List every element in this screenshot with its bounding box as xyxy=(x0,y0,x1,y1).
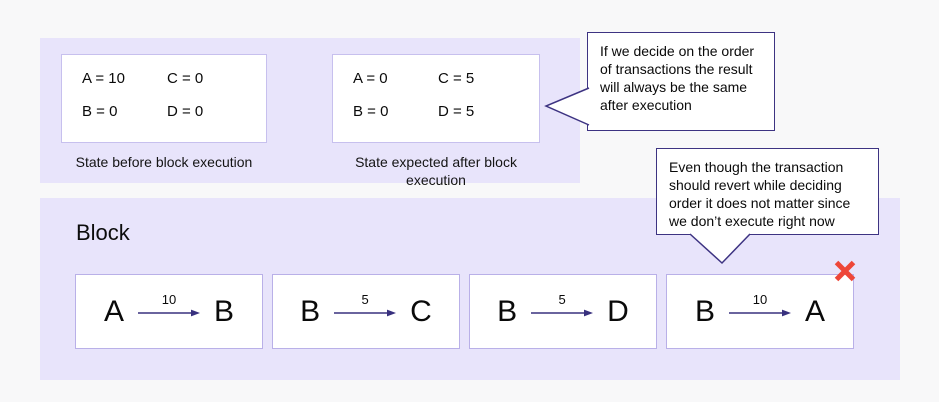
transaction-box: A 10 B xyxy=(75,274,263,349)
tx-to-account: D xyxy=(607,294,629,328)
state-value: A = 10 xyxy=(82,70,125,87)
callout-text-line: should revert while deciding xyxy=(669,177,842,193)
tx-from-account: B xyxy=(300,294,321,328)
tx-amount: 10 xyxy=(752,291,768,307)
state-value: D = 0 xyxy=(167,103,204,120)
transfer-arrow-icon xyxy=(729,309,791,316)
tx-to-account: C xyxy=(410,294,432,328)
tx-from-account: A xyxy=(103,294,124,328)
callout-revert-note: Even though the transaction should rever… xyxy=(656,148,879,235)
state-before-box: A = 10 C = 0 B = 0 D = 0 xyxy=(61,54,267,143)
callout-left-tail xyxy=(544,87,590,126)
tx-transfer: 10 xyxy=(137,292,201,318)
transfer-arrow-icon xyxy=(531,309,594,316)
state-value: C = 0 xyxy=(167,70,204,87)
tx-transfer: 10 xyxy=(728,292,792,318)
callout-text-line: after execution xyxy=(600,97,692,113)
block-panel-title: Block xyxy=(76,220,130,245)
tx-from-account: B xyxy=(497,294,518,328)
tx-amount: 10 xyxy=(161,291,177,307)
state-after-caption: State expected after block execution xyxy=(355,154,517,188)
callout-text-line: we don’t execute right now xyxy=(669,213,835,229)
state-before-caption: State before block execution xyxy=(75,154,253,170)
tx-amount: 5 xyxy=(558,291,566,307)
transaction-box: B 5 C xyxy=(272,274,460,349)
tx-to-account: B xyxy=(214,294,235,328)
callout-text-line: order it does not matter since xyxy=(669,195,851,211)
reject-x-icon xyxy=(834,260,856,282)
state-values: A = 0 C = 5 B = 0 D = 5 xyxy=(333,55,539,122)
state-values: A = 10 C = 0 B = 0 D = 0 xyxy=(62,55,266,122)
callout-down-tail xyxy=(689,233,751,265)
state-value: B = 0 xyxy=(353,103,389,120)
callout-text-line: Even though the transaction xyxy=(669,159,844,175)
transfer-arrow-icon xyxy=(334,309,397,316)
state-value: B = 0 xyxy=(82,103,118,120)
tx-amount: 5 xyxy=(361,291,369,307)
tx-to-account: A xyxy=(805,294,826,328)
tx-transfer: 5 xyxy=(530,292,594,318)
callout-text-line: If we decide on the order xyxy=(600,43,755,59)
callout-text-line: will always be the same xyxy=(600,79,748,95)
tx-from-account: B xyxy=(694,294,715,328)
callout-text-line: of transactions the result xyxy=(600,61,753,77)
state-value: A = 0 xyxy=(353,70,388,87)
transfer-arrow-icon xyxy=(138,309,200,316)
transaction-box: B 5 D xyxy=(469,274,657,349)
transaction-box-rejected: B 10 A xyxy=(666,274,854,349)
state-value: C = 5 xyxy=(438,70,475,87)
state-after-box: A = 0 C = 5 B = 0 D = 5 xyxy=(332,54,540,143)
callout-order-result: If we decide on the order of transaction… xyxy=(587,32,775,131)
state-value: D = 5 xyxy=(438,103,475,120)
tx-transfer: 5 xyxy=(333,292,397,318)
